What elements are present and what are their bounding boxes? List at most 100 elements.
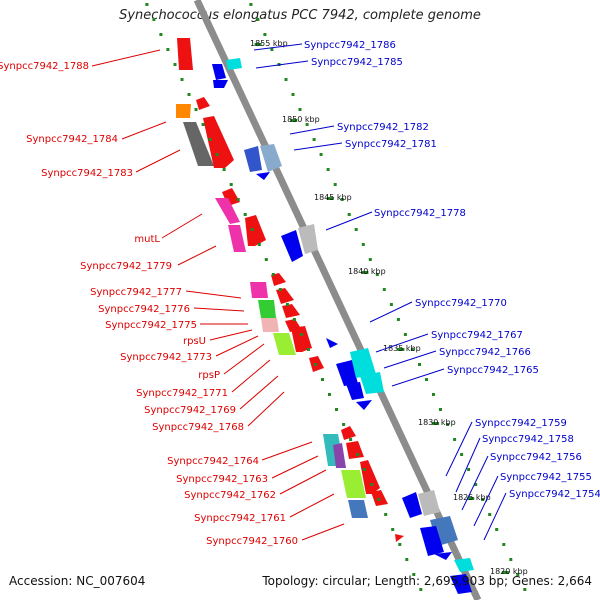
gene-label[interactable]: Synpcc7942_1778: [374, 208, 466, 219]
scale-dot: [229, 183, 233, 186]
gene-synpcc7942-1763c[interactable]: [346, 441, 364, 459]
gene-label[interactable]: Synpcc7942_1770: [415, 298, 507, 309]
gene-label[interactable]: Synpcc7942_1773: [120, 352, 212, 363]
gene-synpcc7942-1763b[interactable]: [341, 426, 356, 440]
scale-dot: [502, 543, 506, 546]
gene-synpcc7942-1775b[interactable]: [282, 304, 300, 318]
gene-synpcc7942-1785b[interactable]: [213, 80, 228, 88]
gene-synpcc7942-1766[interactable]: [350, 348, 376, 378]
gene-label[interactable]: Synpcc7942_1754: [509, 489, 600, 500]
gene-label[interactable]: Synpcc7942_1758: [482, 434, 574, 445]
gene-synpcc7942-1766b[interactable]: [360, 372, 384, 394]
scale-dot: [474, 483, 478, 486]
gene-label[interactable]: Synpcc7942_1763: [176, 474, 268, 485]
gene-synpcc7942-1785[interactable]: [212, 64, 226, 80]
right-gene-labels: Synpcc7942_1786 Synpcc7942_1785 Synpcc79…: [304, 40, 600, 500]
gene-synpcc7942-1781b[interactable]: [256, 172, 270, 180]
gene-label[interactable]: Synpcc7942_1775: [105, 320, 197, 331]
gene-synpcc7942-1775[interactable]: [261, 318, 279, 332]
gene-label[interactable]: Synpcc7942_1777: [90, 287, 182, 298]
gene-label[interactable]: Synpcc7942_1779: [80, 261, 172, 272]
gene-synpcc7942-1758[interactable]: [418, 490, 440, 516]
gene-synpcc7942-1786[interactable]: [226, 58, 242, 70]
gene-label[interactable]: Synpcc7942_1783: [41, 168, 133, 179]
gene-synpcc7942-1754[interactable]: [434, 552, 452, 560]
gene-label[interactable]: Synpcc7942_1761: [194, 513, 286, 524]
gene-synpcc7942-1759[interactable]: [402, 492, 422, 518]
scale-dot: [285, 303, 289, 306]
gene-label[interactable]: Synpcc7942_1782: [337, 122, 429, 133]
gene-label[interactable]: Synpcc7942_1768: [152, 422, 244, 433]
gene-synpcc7942-1784b[interactable]: [196, 97, 210, 110]
scale-dot: [249, 3, 253, 6]
gene-label[interactable]: Synpcc7942_1760: [206, 536, 298, 547]
gene-synpcc7942-1776[interactable]: [258, 300, 276, 318]
gene-synpcc7942-1765[interactable]: [346, 382, 364, 400]
gene-synpcc7942-1783b[interactable]: [203, 116, 234, 168]
scale-dot: [319, 153, 323, 156]
gene-label[interactable]: Synpcc7942_1788: [0, 61, 89, 72]
scale-dot: [278, 288, 282, 291]
scale-major-tick: [361, 271, 369, 274]
gene-synpcc7942-1781[interactable]: [260, 144, 282, 172]
gene-label[interactable]: Synpcc7942_1759: [475, 418, 567, 429]
gene-synpcc7942-1762[interactable]: [341, 470, 366, 498]
gene-label[interactable]: Synpcc7942_1776: [98, 304, 190, 315]
forward-strand-features: [176, 38, 404, 542]
gene-synpcc7942-1777b[interactable]: [271, 273, 286, 286]
gene-label[interactable]: Synpcc7942_1784: [26, 134, 118, 145]
scale-label: 1845 kbp: [314, 193, 352, 202]
gene-label[interactable]: Synpcc7942_1786: [304, 40, 396, 51]
gene-synpcc7942-1753[interactable]: [450, 574, 472, 594]
gene-synpcc7942-1782[interactable]: [244, 146, 262, 172]
gene-synpcc7942-1764b[interactable]: [333, 443, 346, 468]
gene-synpcc7942-1778[interactable]: [281, 230, 303, 262]
scale-dot: [354, 228, 358, 231]
gene-synpcc7942-1755[interactable]: [420, 526, 444, 556]
gene-synpcc7942-1773[interactable]: [273, 333, 296, 355]
scale-dot: [412, 573, 416, 576]
scale-dot: [368, 258, 372, 261]
gene-label[interactable]: mutL: [134, 234, 160, 245]
gene-synpcc7942-1767[interactable]: [336, 360, 358, 386]
gene-label[interactable]: rpsP: [198, 370, 220, 381]
scale-dot: [481, 498, 485, 501]
gene-label[interactable]: Synpcc7942_1764: [167, 456, 259, 467]
gene-label[interactable]: rpsU: [183, 336, 206, 347]
gene-synpcc7942-1760[interactable]: [395, 534, 404, 542]
gene-label[interactable]: Synpcc7942_1769: [144, 405, 236, 416]
gene-synpcc7942-1784[interactable]: [176, 104, 191, 118]
gene-synpcc7942-1777c[interactable]: [276, 288, 294, 304]
gene-label[interactable]: Synpcc7942_1762: [184, 490, 276, 501]
gene-synpcc7942-1779[interactable]: [228, 225, 246, 252]
scale-dot: [312, 138, 316, 141]
gene-synpcc7942-1765b[interactable]: [356, 400, 372, 410]
gene-synpcc7942-1783[interactable]: [183, 122, 214, 166]
gene-label[interactable]: Synpcc7942_1781: [345, 139, 437, 150]
gene-rpsP[interactable]: [291, 326, 312, 352]
gene-label[interactable]: Synpcc7942_1755: [500, 472, 592, 483]
scale-major-tick: [326, 197, 334, 200]
gene-label[interactable]: Synpcc7942_1771: [136, 388, 228, 399]
scale-ticks: [145, 3, 527, 591]
gene-label[interactable]: Synpcc7942_1765: [447, 365, 539, 376]
scale-major-tick: [290, 119, 298, 122]
gene-synpcc7942-1754b[interactable]: [454, 558, 474, 572]
gene-synpcc7942-1779b[interactable]: [245, 215, 266, 246]
gene-label[interactable]: Synpcc7942_1767: [431, 330, 523, 341]
gene-synpcc7942-1777[interactable]: [250, 282, 268, 298]
scale-dot: [495, 528, 499, 531]
gene-label[interactable]: Synpcc7942_1756: [490, 452, 582, 463]
gene-synpcc7942-1788[interactable]: [177, 38, 193, 70]
gene-mutL[interactable]: [215, 198, 240, 224]
gene-synpcc7942-1770[interactable]: [326, 338, 338, 348]
gene-synpcc7942-1778b[interactable]: [298, 224, 318, 254]
scale-dot: [264, 258, 268, 261]
scale-dot: [356, 453, 360, 456]
gene-synpcc7942-1761[interactable]: [348, 500, 368, 518]
gene-label[interactable]: Synpcc7942_1785: [311, 57, 403, 68]
scale-dot: [453, 438, 457, 441]
scale-dot: [340, 198, 344, 201]
accession-text: Accession: NC_007604: [9, 574, 146, 588]
gene-label[interactable]: Synpcc7942_1766: [439, 347, 531, 358]
